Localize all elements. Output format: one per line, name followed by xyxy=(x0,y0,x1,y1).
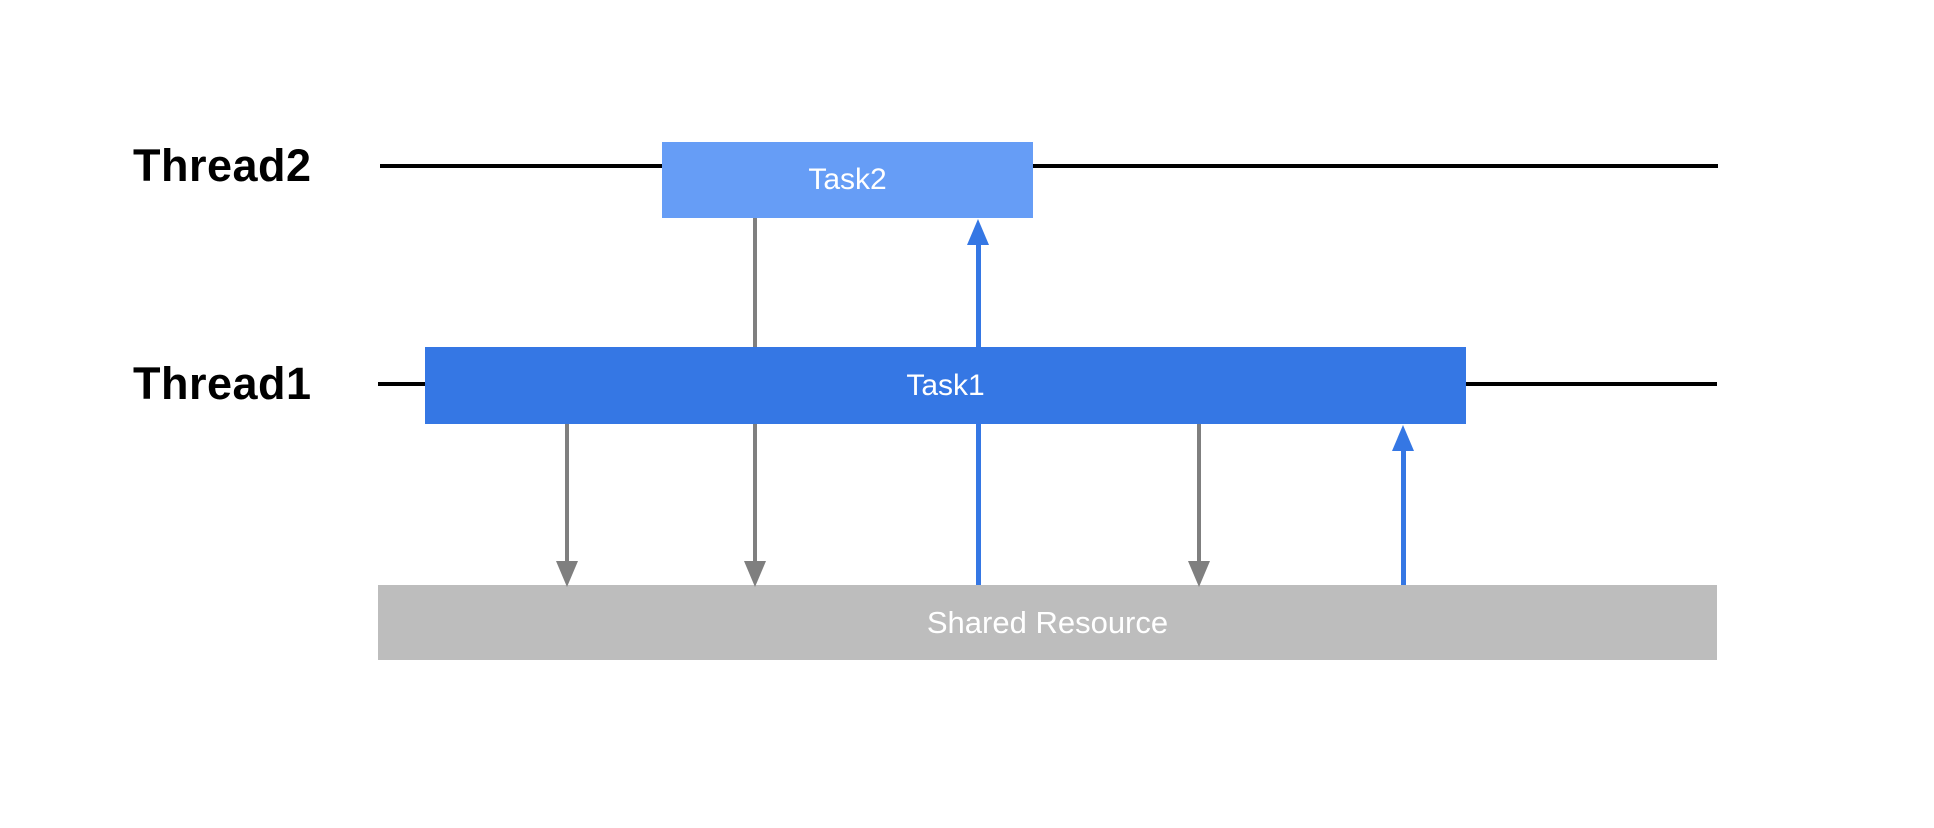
task1-to-resource-arrow-1 xyxy=(555,424,579,587)
arrow-up-head xyxy=(967,219,989,245)
shared-resource-label: Shared Resource xyxy=(926,604,1169,640)
resource-to-task1-arrow xyxy=(1391,425,1415,585)
task2-label: Task2 xyxy=(808,163,887,196)
thread2-timeline-line xyxy=(380,164,1718,168)
arrow-shaft xyxy=(565,424,569,563)
thread1-lane-label: Thread1 xyxy=(133,358,312,409)
shared-resource-box: Shared Resource xyxy=(378,585,1717,660)
task1-box: Task1 xyxy=(425,347,1466,424)
arrow-shaft xyxy=(1197,424,1201,563)
arrow-up-head xyxy=(1392,425,1414,451)
arrow-down-head xyxy=(1188,561,1210,587)
arrow-down-head xyxy=(556,561,578,587)
arrow-down-head xyxy=(744,561,766,587)
task1-label: Task1 xyxy=(906,368,985,402)
thread2-lane-label: Thread2 xyxy=(133,140,312,191)
task1-to-resource-arrow-2 xyxy=(1187,424,1211,587)
task2-box: Task2 xyxy=(662,142,1033,218)
arrow-shaft xyxy=(1400,449,1406,585)
